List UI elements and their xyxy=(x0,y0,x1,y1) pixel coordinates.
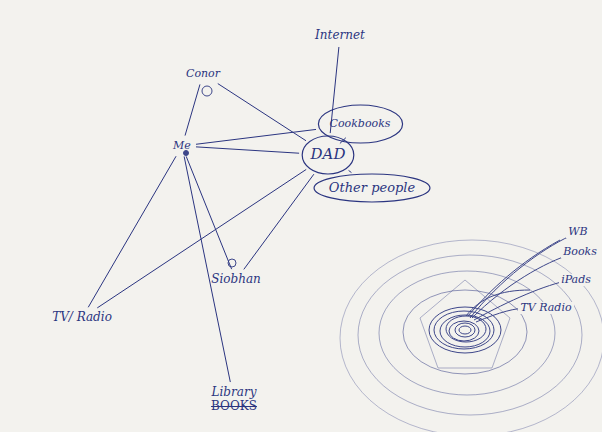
connector-line xyxy=(349,170,352,172)
ellipse-border xyxy=(302,136,354,174)
text-node: Me xyxy=(170,138,194,155)
circled-node: Cookbooks xyxy=(317,104,404,144)
sketch-note: Books xyxy=(561,246,599,258)
node-label: Internet xyxy=(315,29,365,43)
node-label: Me xyxy=(173,140,191,153)
text-node: LibraryBOOKS xyxy=(208,384,260,416)
text-node: TV/ Radio xyxy=(49,309,115,327)
connector-line xyxy=(196,147,299,153)
text-node: Internet xyxy=(312,27,368,45)
connector-line xyxy=(97,169,306,307)
connector-line xyxy=(185,84,200,135)
node-label: Conor xyxy=(186,68,220,81)
node-label: TV/ Radio xyxy=(52,311,112,325)
circled-node: DAD xyxy=(301,135,355,175)
node-label: Cookbooks xyxy=(330,118,391,131)
node-label: Library xyxy=(212,386,257,400)
ellipse-border xyxy=(314,174,430,202)
spiral-drawing xyxy=(340,236,602,432)
text-node: Conor xyxy=(183,66,224,83)
connector-line xyxy=(186,156,231,269)
circled-node: Other people xyxy=(313,173,431,203)
node-label: BOOKS xyxy=(211,400,257,414)
connector-line xyxy=(244,174,314,269)
connector-line xyxy=(196,129,316,144)
node-label: Siobhan xyxy=(211,273,261,287)
sketch-note: TV Radio xyxy=(518,302,573,314)
sketch-note: iPads xyxy=(559,274,593,286)
small-circle xyxy=(202,86,212,96)
sketch-note: WB xyxy=(566,226,589,238)
node-label: DAD xyxy=(311,146,346,163)
text-node: Siobhan xyxy=(208,271,264,289)
node-label: Other people xyxy=(329,181,415,196)
connector-line xyxy=(184,156,230,382)
ellipse-border xyxy=(318,105,402,143)
